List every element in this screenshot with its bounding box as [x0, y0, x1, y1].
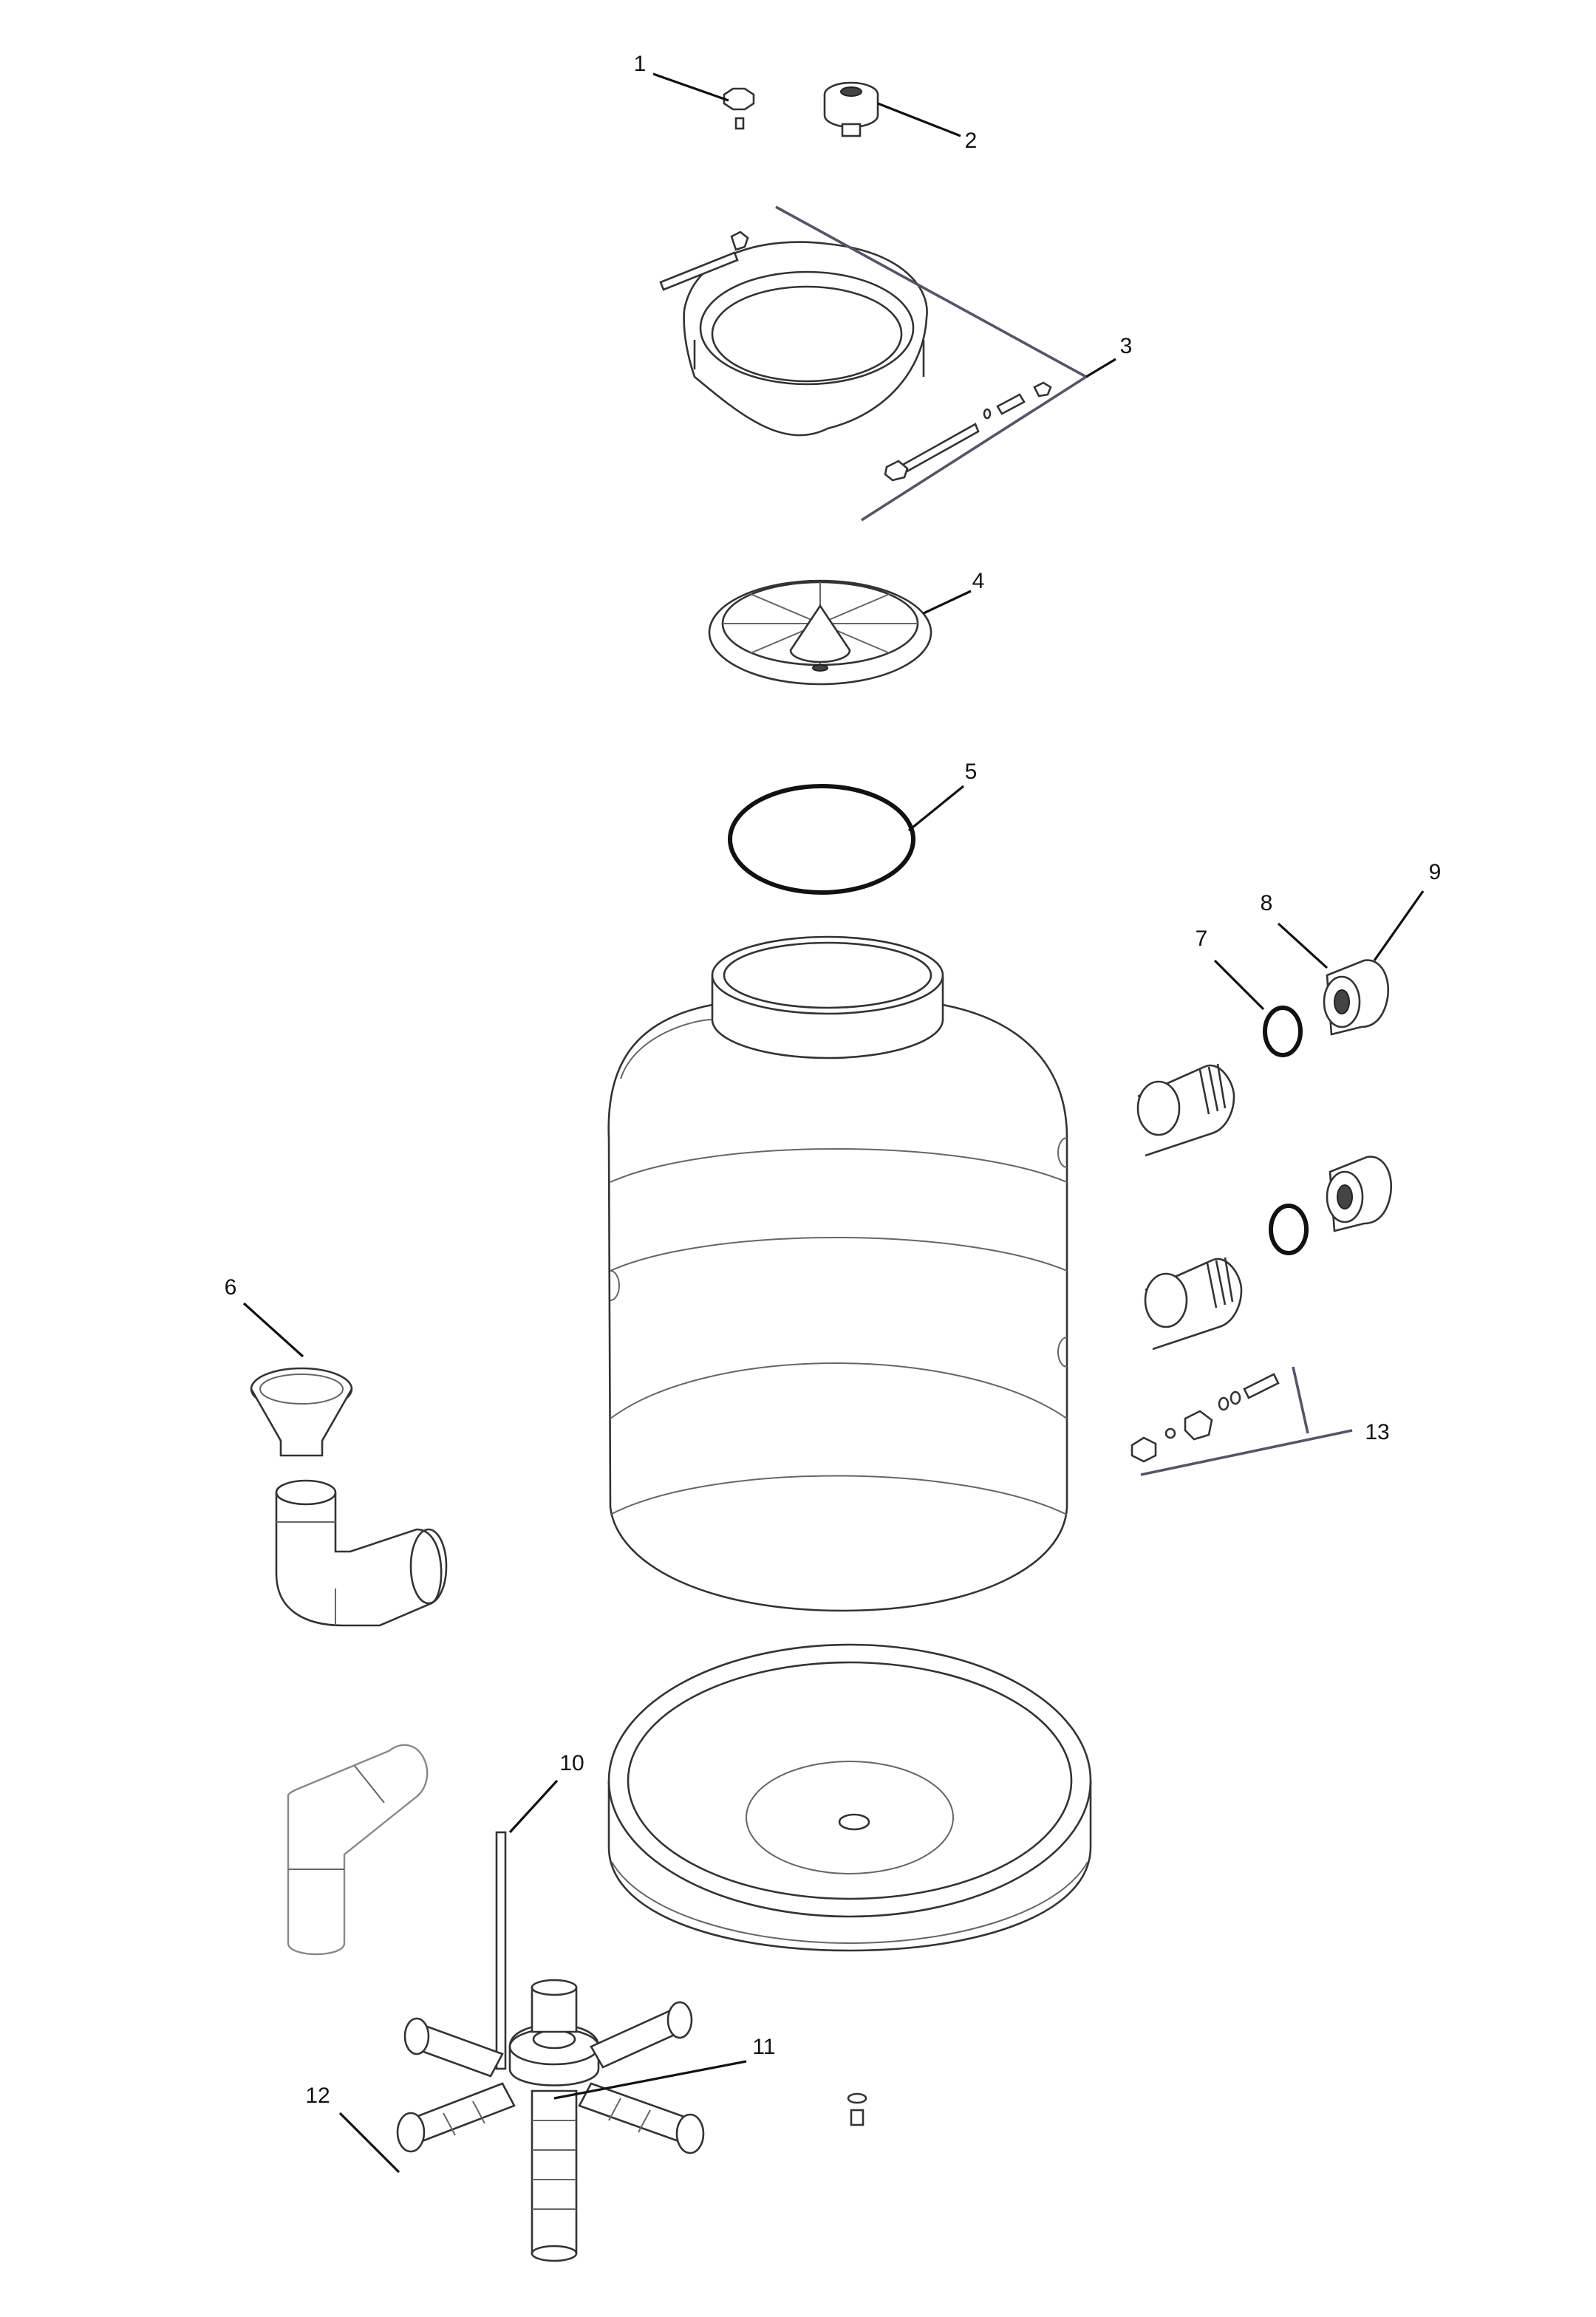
part-11-lateral-hub: [508, 2023, 600, 2086]
standpipe-elbow-lower: [287, 1744, 429, 1956]
callout-7: 7: [1196, 927, 1208, 951]
callout-6: 6: [225, 1275, 237, 1300]
callout-leaders: [242, 72, 1425, 2174]
callout-1: 1: [634, 52, 647, 76]
callout-12: 12: [305, 2084, 330, 2108]
filter-tank-body: [607, 935, 1068, 1612]
callout-3: 3: [1120, 334, 1133, 358]
part-7-o-ring: [1263, 1006, 1303, 1057]
part-13-drain-assembly: [1130, 1366, 1353, 1476]
part-10-center-pipe: [495, 1831, 507, 2070]
part-4-diffuser: [708, 579, 932, 686]
callout-8: 8: [1261, 891, 1273, 915]
callout-5: 5: [965, 760, 978, 784]
callout-10: 10: [559, 1751, 584, 1775]
part-2-pressure-gauge: [823, 81, 879, 137]
part-6-funnel: [250, 1367, 353, 1457]
callout-13: 13: [1365, 1420, 1389, 1444]
callout-2: 2: [965, 129, 978, 153]
bulkhead-fitting-lower: [1144, 1156, 1393, 1351]
tank-base: [607, 1643, 1092, 1952]
part-12-laterals: [396, 1979, 705, 2262]
standpipe-elbow-upper: [275, 1479, 448, 1627]
part-3-clamp-ring: [659, 205, 1089, 522]
drain-bolt: [847, 2092, 867, 2126]
callout-11: 11: [752, 2035, 775, 2059]
bulkhead-fitting-upper: [1136, 959, 1390, 1157]
callout-4: 4: [972, 569, 985, 593]
part-1-air-relief-valve: [723, 87, 755, 130]
callout-9: 9: [1429, 860, 1442, 884]
part-5-o-ring: [728, 784, 915, 895]
